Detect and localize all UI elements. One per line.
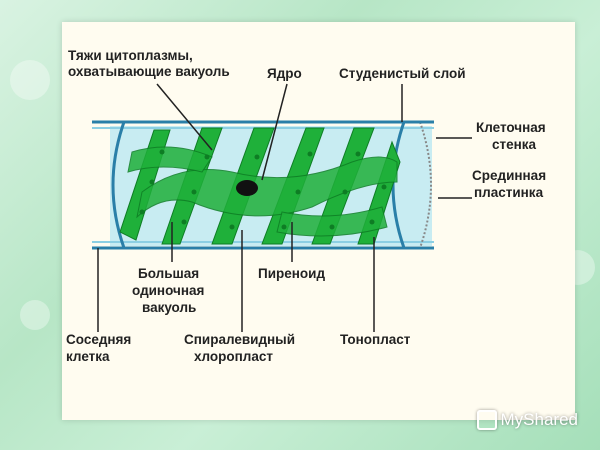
label-middle-lamella: Срединная пластинка bbox=[472, 168, 550, 200]
spiral-chloroplast bbox=[119, 127, 401, 245]
label-tonoplast: Тонопласт bbox=[340, 332, 411, 347]
background-bubble bbox=[10, 60, 50, 100]
label-gel-layer: Студенистый слой bbox=[339, 66, 466, 81]
spirogyra-cell-diagram: Тяжи цитоплазмы, охватывающие вакуоль Яд… bbox=[66, 48, 550, 364]
label-neighbor-cell: Соседняя клетка bbox=[66, 332, 135, 364]
presentation-icon bbox=[476, 410, 497, 430]
watermark-text: MyShared bbox=[500, 410, 578, 429]
nucleus bbox=[236, 180, 258, 196]
cell-end-left bbox=[111, 121, 126, 249]
background-bubble bbox=[20, 300, 50, 330]
label-pyrenoid: Пиреноид bbox=[258, 266, 325, 281]
label-cytoplasm: Тяжи цитоплазмы, охватывающие вакуоль bbox=[68, 48, 230, 79]
middle-lamella bbox=[419, 121, 432, 249]
neighbor-wall-end bbox=[404, 120, 434, 250]
label-nucleus: Ядро bbox=[267, 66, 302, 81]
diagram-panel: Тяжи цитоплазмы, охватывающие вакуоль Яд… bbox=[62, 22, 575, 420]
label-cell-wall: Клеточная стенка bbox=[476, 120, 549, 152]
leader-lines bbox=[97, 83, 472, 332]
label-chloroplast: Спиралевидный хлоропласт bbox=[184, 332, 299, 364]
label-vacuole: Большая одиночная вакуоль bbox=[132, 266, 208, 315]
watermark: MyShared bbox=[476, 410, 578, 430]
